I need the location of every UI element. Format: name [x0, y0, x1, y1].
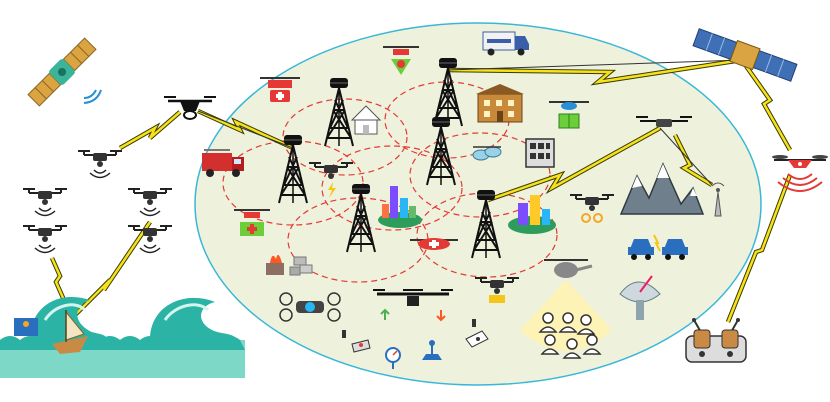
- remote-controller-icon: [685, 318, 747, 363]
- wireless-links: [50, 58, 792, 323]
- drone-swarm: [22, 150, 173, 254]
- drone-icon: [373, 289, 453, 322]
- medical-drone-icon: [260, 77, 300, 102]
- relay-drone-icon: [772, 155, 828, 192]
- fire-truck-icon: [202, 149, 244, 177]
- sailboat-icon: [52, 310, 88, 354]
- drone-icon: [279, 292, 341, 322]
- cell-boundary: [416, 192, 558, 278]
- signal-arcs-icon: [34, 244, 56, 254]
- satellite-dish-icon: [619, 275, 661, 320]
- drone-icon: [22, 225, 68, 243]
- drone-icon: [472, 146, 502, 161]
- wireless-link: [744, 65, 792, 151]
- wireless-link: [447, 58, 743, 84]
- wireless-link: [487, 126, 661, 202]
- medical-drone-icon: [410, 238, 458, 250]
- mountain-icon: [619, 162, 705, 215]
- drone-icon: [164, 96, 216, 120]
- satellite-icon: [692, 28, 798, 82]
- fire-icon: [266, 254, 313, 276]
- drone-icon: [308, 162, 354, 198]
- wireless-link: [726, 174, 792, 323]
- signal-arcs-icon: [89, 169, 111, 179]
- antenna-icon: [711, 182, 725, 217]
- medical-drone-icon: [234, 209, 270, 236]
- drone-icon: [127, 225, 173, 243]
- joystick-icon: [422, 340, 442, 360]
- drone-icon: [22, 188, 68, 206]
- delivery-drone-icon: [549, 101, 589, 129]
- car-crash-icon: [628, 234, 688, 260]
- wireless-link: [50, 257, 66, 301]
- joystick-icon: [465, 319, 489, 348]
- office-building-icon: [525, 138, 555, 168]
- city-buildings-icon: [378, 186, 422, 228]
- cell-boundary: [409, 132, 551, 218]
- wireless-link: [673, 134, 713, 187]
- gauge-icon: [385, 347, 401, 369]
- city-buildings-icon: [508, 195, 556, 234]
- medical-drone-icon: [383, 46, 419, 75]
- drone-icon: [474, 277, 520, 303]
- drone-icon: [636, 116, 692, 127]
- wireless-link: [119, 111, 181, 150]
- sea-scene: [0, 296, 245, 378]
- wireless-link: [197, 109, 294, 150]
- drone-icon: [127, 188, 173, 206]
- waves-icon: [150, 297, 238, 340]
- satellite-icon: [27, 37, 97, 107]
- drone-icon: [77, 150, 123, 168]
- joystick-icon: [342, 330, 371, 353]
- direct-links: [197, 59, 743, 186]
- location-pin-icon: [14, 318, 38, 336]
- cell-boundary: [222, 140, 364, 226]
- ambulance-icon: [482, 31, 529, 56]
- cell-boundary: [321, 145, 463, 231]
- signal-arcs-icon: [34, 207, 56, 217]
- cell-boundary: [282, 98, 408, 176]
- signal-arcs-icon: [139, 244, 161, 254]
- helicopter-icon: [544, 259, 593, 278]
- drone-icon: [569, 194, 615, 223]
- crowd-icon: [538, 312, 602, 359]
- house-icon: [350, 105, 382, 135]
- signal-arcs-icon: [83, 89, 102, 104]
- signal-arcs-icon: [139, 207, 161, 217]
- school-building-icon: [476, 84, 524, 123]
